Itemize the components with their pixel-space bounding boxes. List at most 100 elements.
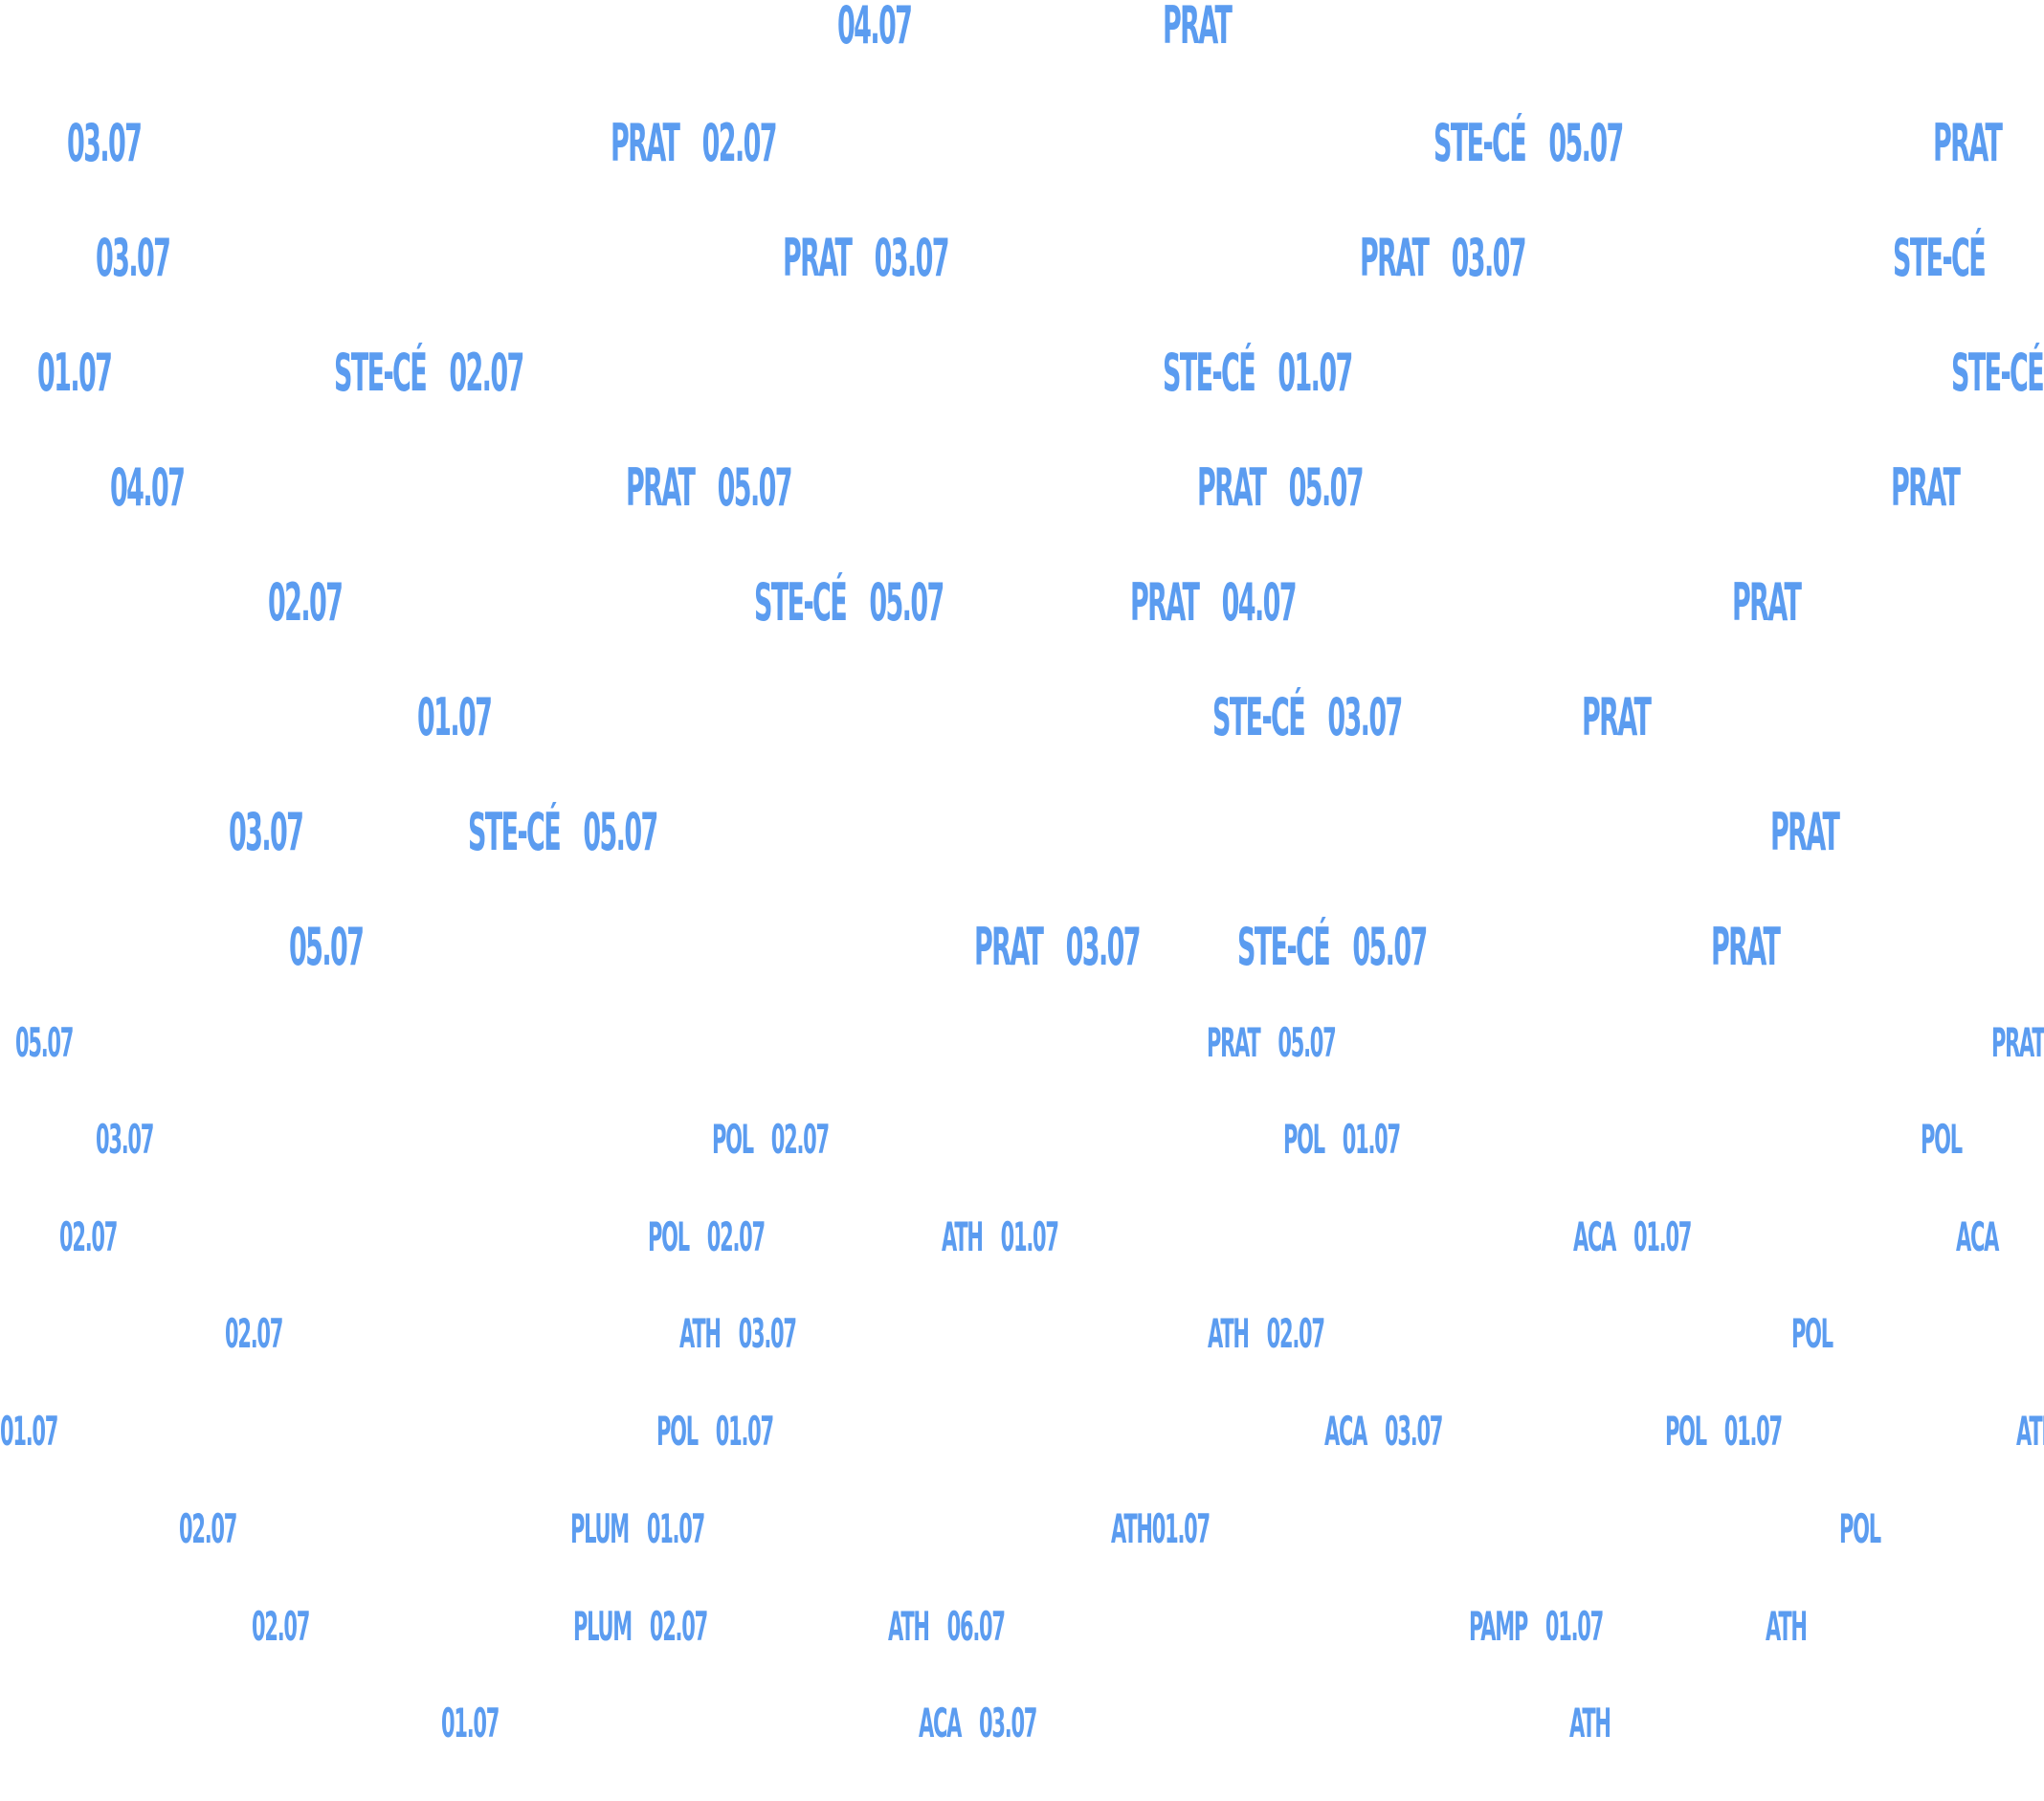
location-date-label: 02.07 — [59, 1217, 118, 1257]
location-date-label: POL — [1921, 1120, 1963, 1160]
date-value: 05.07 — [717, 457, 793, 518]
location-date-label: 01.07 — [0, 1412, 58, 1452]
place-code: STE-CÉ — [1163, 343, 1256, 403]
date-value: 01.07 — [37, 343, 113, 403]
date-value: 01.07 — [1000, 1213, 1059, 1260]
date-value: 04.07 — [1221, 572, 1298, 633]
location-date-label: ATH — [2016, 1412, 2044, 1452]
location-date-label: PRAT — [1991, 1023, 2044, 1063]
place-code: PRAT — [1197, 457, 1267, 518]
place-code: PRAT — [1770, 802, 1840, 862]
date-value: 01.07 — [1723, 1408, 1783, 1455]
location-date-label: 03.07 — [229, 807, 304, 858]
date-value: 01.07 — [646, 1505, 705, 1552]
date-value: 03.07 — [1327, 687, 1403, 747]
date-value: 03.07 — [1451, 228, 1527, 288]
date-value: 01.07 — [1633, 1213, 1692, 1260]
location-date-label: 05.07 — [15, 1023, 74, 1063]
place-code: PRAT — [1991, 1019, 2044, 1066]
date-value: 03.07 — [229, 802, 304, 862]
place-code: ATH — [888, 1603, 930, 1650]
location-date-label: 04.07 — [110, 462, 186, 514]
date-value: 02.07 — [449, 343, 524, 403]
date-value: 05.07 — [869, 572, 944, 633]
date-value: 02.07 — [179, 1505, 237, 1552]
date-value: 01.07 — [1544, 1603, 1604, 1650]
date-value: 03.07 — [96, 228, 171, 288]
date-value: 06.07 — [946, 1603, 1006, 1650]
location-date-label: PRAT — [1933, 118, 2003, 169]
date-value: 03.07 — [874, 228, 950, 288]
place-code: POL — [1665, 1408, 1707, 1455]
date-value: 05.07 — [583, 802, 658, 862]
place-code: PRAT — [1933, 113, 2003, 173]
place-code: PRAT — [1163, 0, 1233, 56]
date-value: 05.07 — [1288, 457, 1365, 518]
date-value: 03.07 — [979, 1700, 1037, 1746]
place-code: STE-CÉ — [1212, 687, 1306, 747]
location-date-label: ACA — [1956, 1217, 1999, 1257]
place-code: ACA — [1956, 1213, 1999, 1260]
location-date-label: PRAT — [1770, 807, 1840, 858]
place-code: ACA — [1324, 1408, 1367, 1455]
date-value: 03.07 — [1065, 917, 1142, 977]
place-code: STE-CÉ — [1237, 917, 1331, 977]
location-date-label: POL — [1839, 1509, 1881, 1549]
place-code: STE-CÉ — [334, 343, 428, 403]
place-code: PLUM — [570, 1505, 630, 1552]
date-value: 02.07 — [225, 1310, 283, 1357]
date-value: 05.07 — [15, 1019, 74, 1066]
location-date-label: STE-CÉ — [1951, 347, 2044, 399]
place-code: PRAT — [1732, 572, 1802, 633]
place-code: PLUM — [573, 1603, 633, 1650]
place-code: ATH — [679, 1310, 722, 1357]
place-code: STE-CÉ — [1951, 343, 2044, 403]
location-date-label: 02.07 — [179, 1509, 237, 1549]
date-value: 01.07 — [0, 1408, 58, 1455]
place-code: PRAT — [1130, 572, 1200, 633]
location-date-label: ATH01.07 — [1111, 1509, 1211, 1549]
place-code: PRAT — [1582, 687, 1652, 747]
place-code: STE-CÉ — [1433, 113, 1527, 173]
place-code: ACA — [1573, 1213, 1616, 1260]
location-date-label: 03.07 — [96, 1120, 154, 1160]
place-code: ATH — [942, 1213, 984, 1260]
location-date-label: 01.07 — [417, 692, 493, 744]
date-value: 01.07 — [715, 1408, 774, 1455]
date-value: 03.07 — [738, 1310, 797, 1357]
place-code: POL — [1791, 1310, 1833, 1357]
location-date-label: POL — [1791, 1314, 1833, 1354]
location-date-label: 02.07 — [252, 1607, 310, 1647]
date-value: 04.07 — [110, 457, 186, 518]
date-value: 03.07 — [67, 113, 143, 173]
place-code: ATH — [2016, 1408, 2044, 1455]
date-value: 01.07 — [417, 687, 493, 747]
location-date-label: PRAT — [1891, 462, 1961, 514]
place-code: PRAT — [974, 917, 1044, 977]
place-code: PRAT — [1360, 228, 1430, 288]
location-date-label: STE-CÉ — [1893, 233, 1987, 284]
date-value: 02.07 — [770, 1116, 830, 1163]
date-value: 03.07 — [1385, 1408, 1443, 1455]
location-date-label: PRAT — [1711, 922, 1781, 973]
place-code: POL — [648, 1213, 690, 1260]
date-value: 02.07 — [1266, 1310, 1325, 1357]
